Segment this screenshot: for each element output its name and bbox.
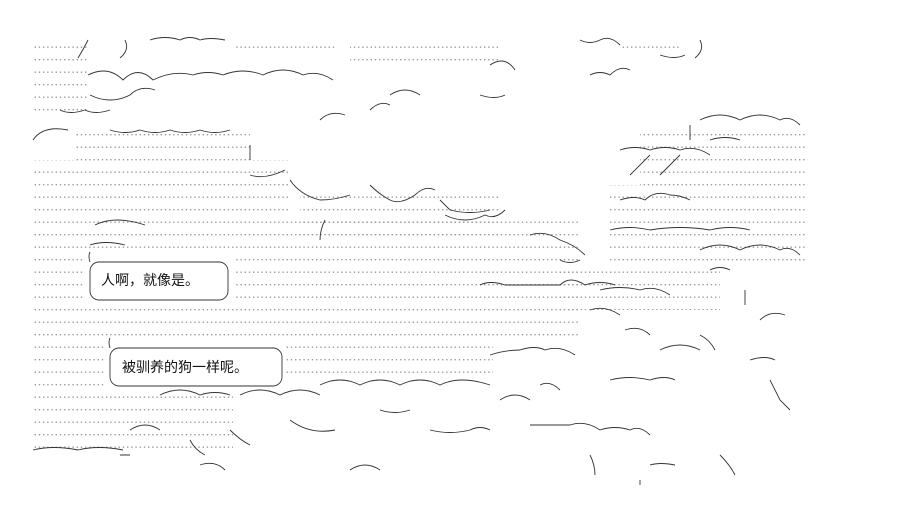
speech-bubble-1: 人啊，就像是。	[88, 251, 229, 301]
cloud-line-30	[639, 454, 736, 485]
dots-top-left	[33, 40, 88, 120]
cloud-line-21	[749, 312, 791, 411]
cloud-line-11	[479, 279, 616, 286]
dots-right-lower	[560, 265, 720, 310]
cloud-line-15	[689, 125, 741, 141]
dots-top-center	[235, 40, 335, 58]
cloud-line-9	[89, 219, 146, 246]
cloud-outlines	[32, 37, 801, 485]
cloud-line-27	[529, 422, 651, 436]
cloud-line-8	[319, 209, 506, 241]
cloud-line-7	[369, 184, 491, 213]
cloud-line-16	[579, 37, 703, 59]
dots-right-mid	[610, 185, 805, 265]
bubble-2-frame	[109, 347, 283, 387]
cloud-line-4	[32, 128, 231, 141]
cloud-line-12	[609, 227, 751, 231]
bubble-2-text: 被驯养的狗一样呢。	[122, 360, 248, 376]
cloud-line-10	[529, 232, 586, 263]
cloud-line-14	[619, 114, 801, 201]
cloud-line-25	[129, 424, 251, 456]
cloud-line-23	[319, 379, 491, 386]
cloud-line-18	[699, 244, 801, 305]
dots-right-upper	[640, 125, 805, 185]
cloud-line-17	[479, 60, 631, 98]
cloud-line-29	[199, 454, 596, 476]
dots-top-mid	[350, 40, 500, 65]
bubble-1-text: 人啊，就像是。	[101, 273, 199, 289]
bubble-1-frame	[89, 261, 229, 301]
cloud-line-6	[319, 89, 421, 121]
cloud-line-24	[499, 377, 676, 401]
cloud-line-1	[77, 37, 226, 59]
cloud-line-22	[159, 389, 321, 396]
bubble-1-tail	[88, 251, 91, 263]
dots-upper-band	[75, 130, 250, 160]
cloud-line-19	[589, 287, 671, 336]
dotted-texture	[33, 40, 805, 450]
cloud-line-26	[289, 409, 491, 433]
bubble-2-tail	[108, 337, 111, 349]
speech-bubble-2: 被驯养的狗一样呢。	[108, 337, 283, 387]
cloud-line-20	[489, 334, 716, 356]
cloud-line-3	[59, 87, 156, 113]
cloud-line-2	[87, 69, 334, 81]
cloud-line-28	[32, 447, 130, 456]
cloud-line-5	[249, 145, 351, 201]
cloud-line-13	[619, 147, 711, 176]
dots-main-left	[33, 160, 288, 220]
dots-center-mass	[300, 195, 500, 235]
dots-top-right	[620, 40, 680, 55]
